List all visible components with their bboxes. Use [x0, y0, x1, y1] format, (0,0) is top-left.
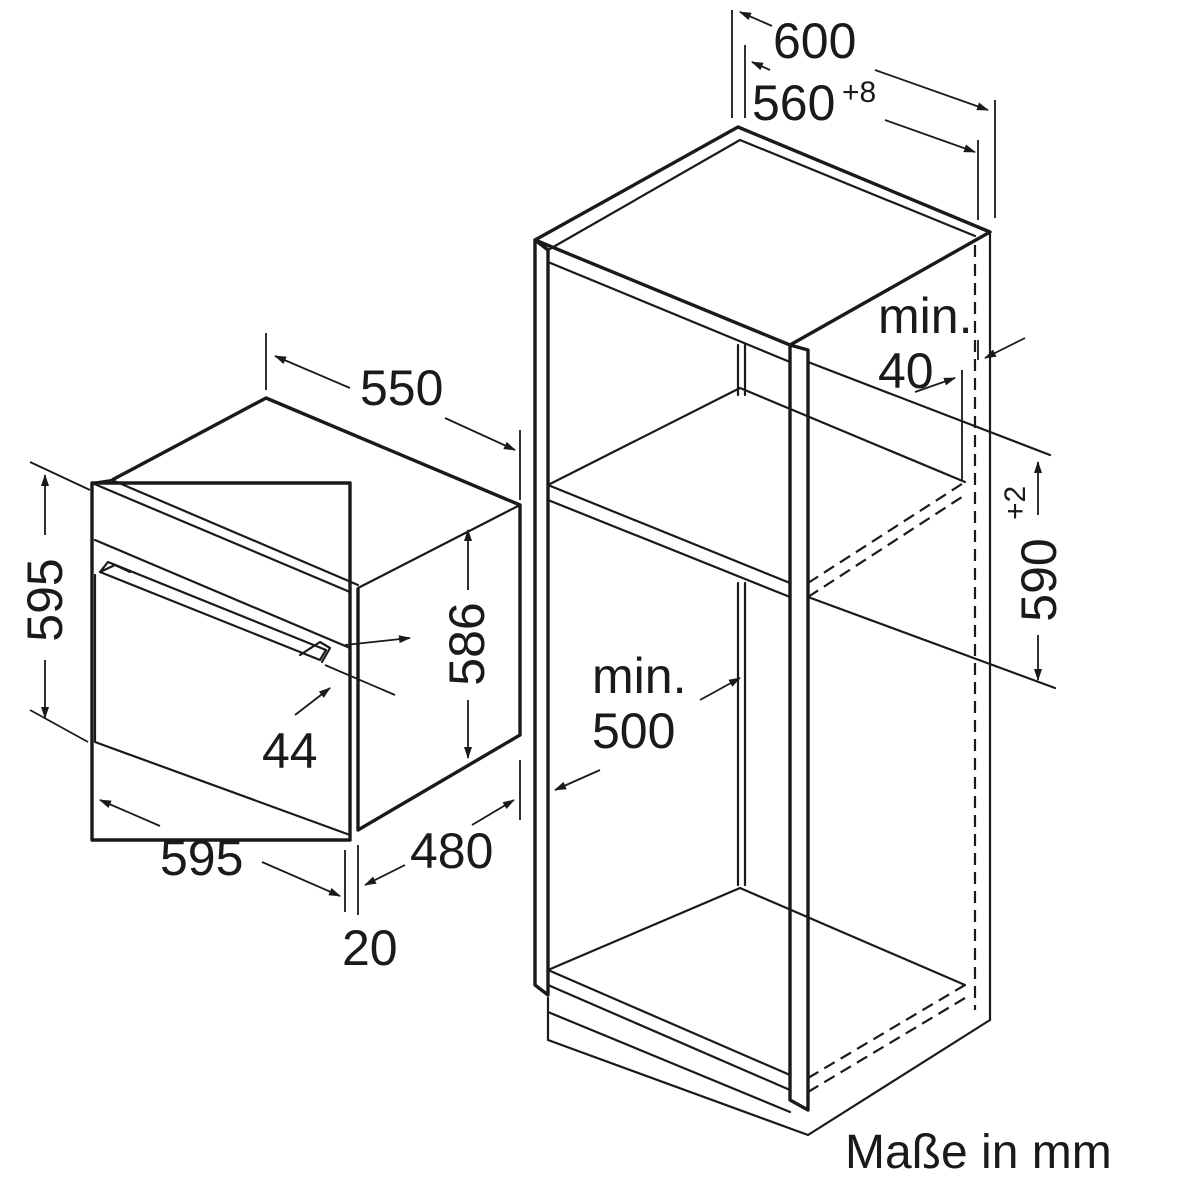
- cabinet-shelf: [546, 386, 967, 487]
- label-back-gap-min: min.: [878, 288, 972, 344]
- oven-control-strip: [93, 538, 352, 650]
- label-oven-width-595: 595: [160, 830, 243, 886]
- label-niche-depth-min: min.: [592, 648, 686, 704]
- label-units-note: Maße in mm: [845, 1126, 1112, 1177]
- cabinet-bottom: [546, 886, 967, 987]
- label-niche-depth-500: 500: [592, 703, 675, 759]
- label-niche-width-560: 560: [752, 75, 835, 131]
- label-oven-body-depth-480: 480: [410, 823, 493, 879]
- label-niche-height-590: 590: [1011, 538, 1067, 621]
- label-front-thickness-20: 20: [342, 920, 398, 976]
- label-cabinet-width-600: 600: [773, 13, 856, 69]
- label-oven-body-height-586: 586: [439, 602, 495, 685]
- oven-handle: [98, 560, 328, 662]
- oven-body: [111, 396, 522, 832]
- cabinet-plinth: [546, 996, 992, 1137]
- label-oven-height-595: 595: [17, 558, 73, 641]
- cabinet-left-side: [533, 238, 550, 997]
- label-handle-44: 44: [262, 723, 318, 779]
- oven-dimension-lines: [29, 333, 521, 915]
- cabinet-front-post: [788, 343, 810, 1112]
- label-back-gap-40: 40: [878, 343, 934, 399]
- label-niche-width-tolerance: +8: [842, 76, 876, 109]
- oven-drawing: [90, 396, 522, 842]
- cabinet-drawing: [533, 125, 1057, 1137]
- oven-front-edge: [90, 481, 352, 842]
- cabinet-dimension-lines: [554, 10, 1042, 791]
- label-niche-height-tolerance: +2: [999, 486, 1032, 520]
- label-oven-depth-550: 550: [360, 360, 443, 416]
